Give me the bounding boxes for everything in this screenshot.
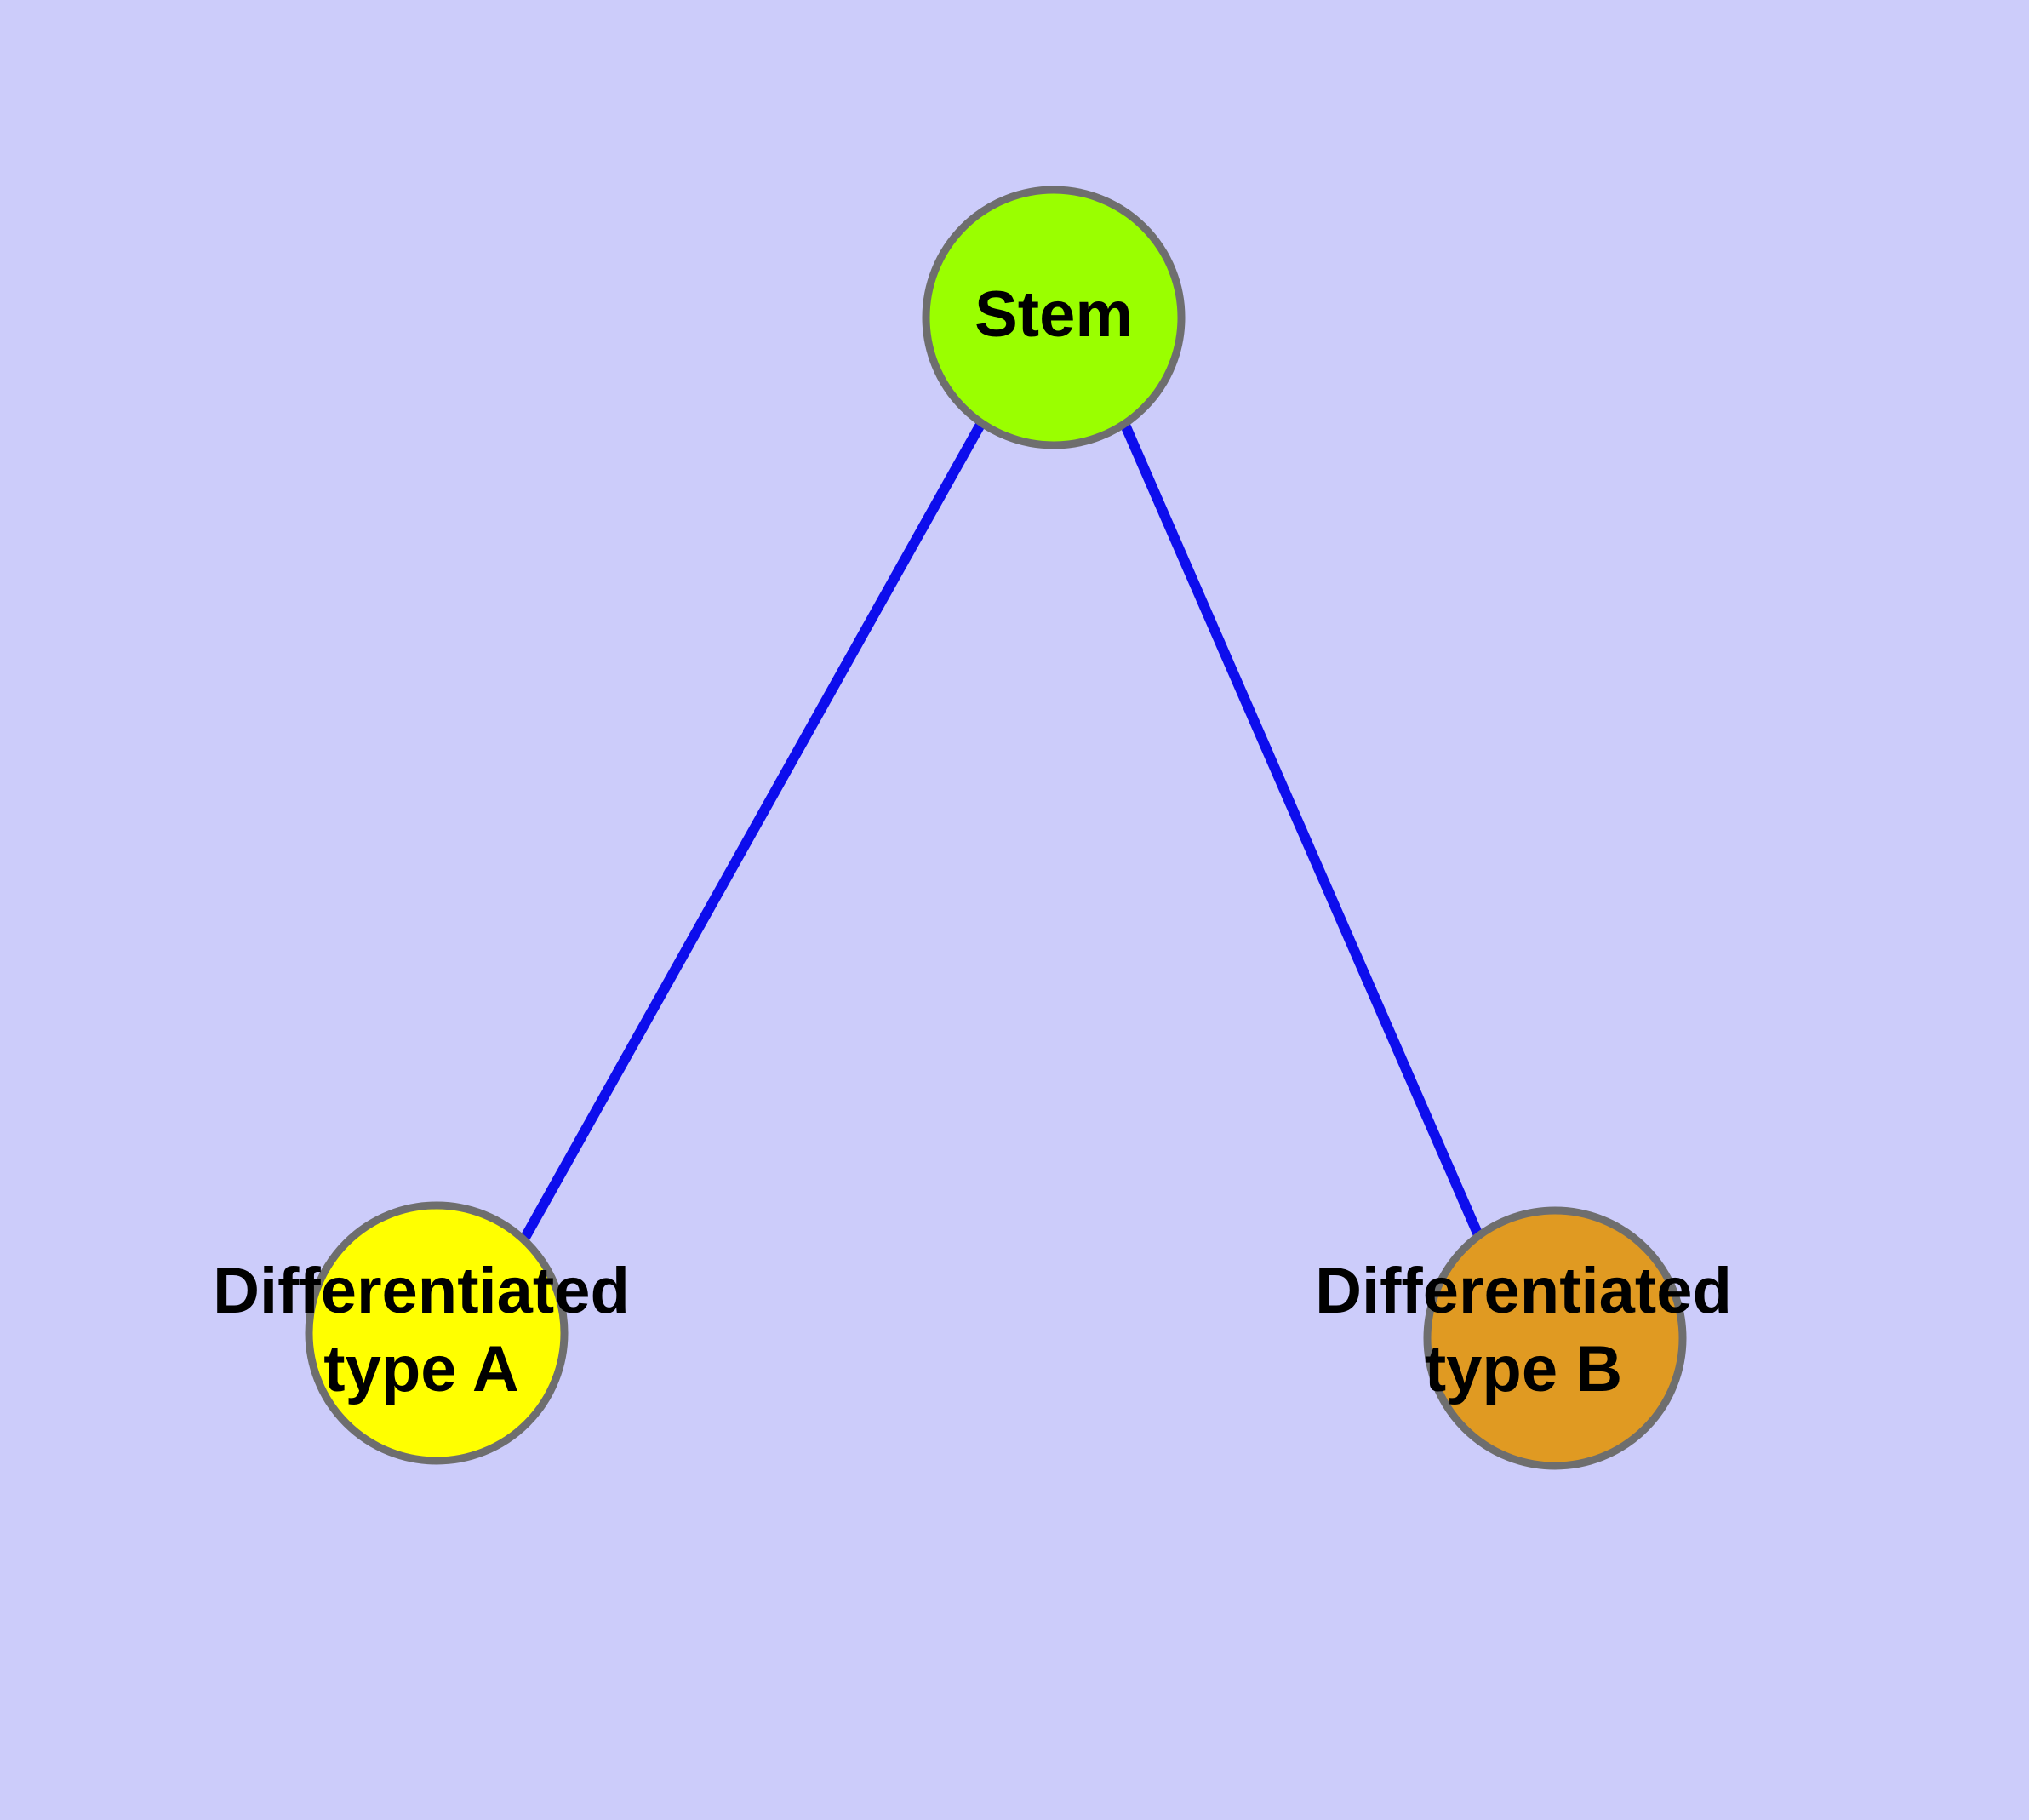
edge-stem-to-differentiated-type-b[interactable] [1119, 421, 1483, 1238]
node-differentiated-type-b-circle[interactable] [1423, 1206, 1687, 1470]
node-group: Stem Differentiated type A Differentiate… [213, 186, 1732, 1470]
node-differentiated-type-b-label-line2: type B [1425, 1333, 1622, 1405]
node-differentiated-type-a-label-line2: type A [323, 1333, 518, 1405]
node-differentiated-type-b-label-line1: Differentiated [1315, 1255, 1732, 1327]
node-differentiated-type-a[interactable]: Differentiated type A [213, 1201, 630, 1465]
edge-group [517, 421, 1483, 1245]
node-differentiated-type-b[interactable]: Differentiated type B [1315, 1206, 1732, 1470]
node-differentiated-type-a-circle[interactable] [305, 1201, 569, 1465]
node-differentiated-type-a-label-line1: Differentiated [213, 1255, 630, 1327]
node-stem-circle[interactable] [922, 186, 1186, 449]
node-stem-label: Stem [974, 278, 1133, 351]
node-stem[interactable]: Stem [922, 186, 1186, 449]
edge-stem-to-differentiated-type-a[interactable] [517, 421, 986, 1245]
